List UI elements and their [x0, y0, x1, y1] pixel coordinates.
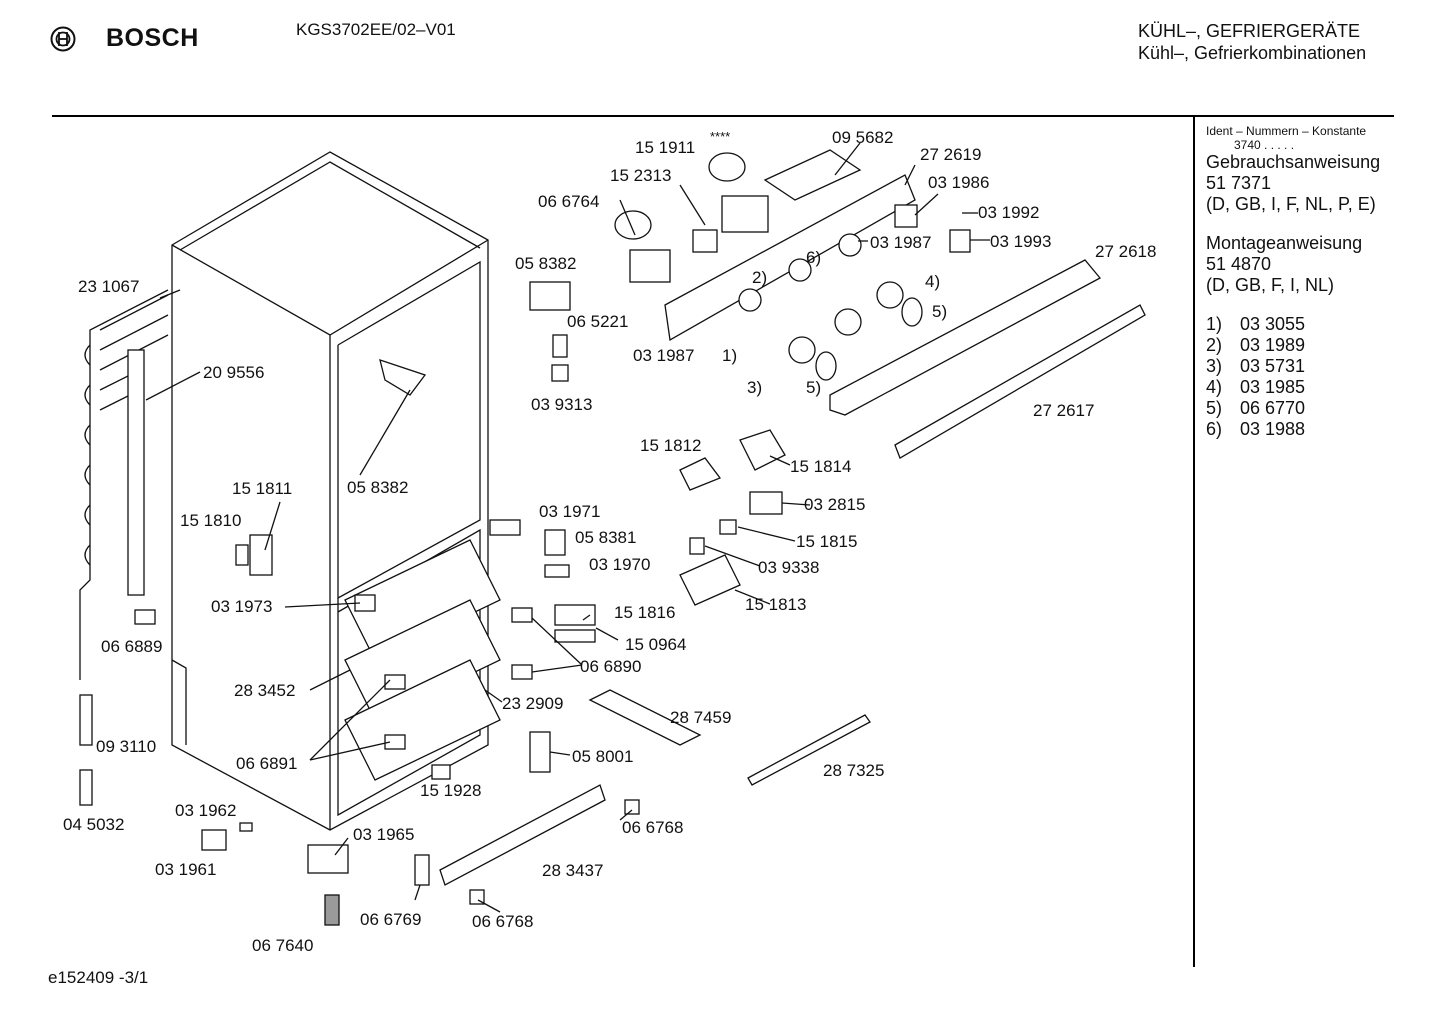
usage-title: Gebrauchsanweisung — [1206, 152, 1381, 172]
part-label-layer: 15 1911 **** 09 5682 27 2619 15 2313 06 6764 0… — [63, 128, 1156, 955]
part-label: 03 1971 — [539, 502, 600, 521]
part-label: 23 2909 — [502, 694, 563, 713]
part-label: 06 6764 — [538, 192, 599, 211]
part-label: 03 1962 — [175, 801, 236, 820]
usage-number: 51 7371 — [1206, 173, 1272, 193]
reference-list: 1)03 3055 2)03 1989 3)03 5731 4)03 1985 … — [1206, 314, 1406, 440]
part-label: 05 8382 — [347, 478, 408, 497]
model-number: KGS3702EE/02–V01 — [296, 20, 456, 39]
part-label: 15 1810 — [180, 511, 241, 530]
part-label: 06 6891 — [236, 754, 297, 773]
drawing-code: e152409 -3/1 — [48, 968, 149, 987]
part-label: 27 2619 — [920, 145, 981, 164]
part-label: 06 6889 — [101, 637, 162, 656]
part-label: 28 3437 — [542, 861, 603, 880]
part-label: 6) — [806, 248, 821, 267]
part-label: 5) — [932, 302, 947, 321]
part-label: 5) — [806, 378, 821, 397]
part-label: 15 1811 — [232, 479, 292, 498]
covers-and-fittings — [79, 259, 1146, 926]
part-label: 28 3452 — [234, 681, 295, 700]
reference-item: 4)03 1985 — [1206, 377, 1306, 397]
part-label: 03 1973 — [211, 597, 272, 616]
reference-item: 2)03 1989 — [1206, 335, 1306, 355]
part-label: 15 1816 — [614, 603, 675, 622]
part-label: 03 1987 — [870, 233, 931, 252]
part-label: 03 9313 — [531, 395, 592, 414]
part-label: 09 3110 — [96, 737, 156, 756]
part-label: 06 5221 — [567, 312, 628, 331]
category-subtitle: Kühl–, Gefrierkombinationen — [1138, 43, 1367, 63]
part-label: 27 2618 — [1095, 242, 1156, 261]
part-label: 15 1813 — [745, 595, 806, 614]
ident-value: 3740 . . . . . — [1234, 138, 1295, 152]
header-divider — [52, 115, 1394, 117]
category-title: KÜHL–, GEFRIERGERÄTE — [1138, 21, 1361, 41]
part-label: 05 8381 — [575, 528, 636, 547]
part-label: 15 2313 — [610, 166, 671, 185]
part-label: 05 8001 — [572, 747, 633, 766]
part-label: 04 5032 — [63, 815, 124, 834]
part-label: 06 6890 — [580, 657, 641, 676]
part-label: 15 1815 — [796, 532, 857, 551]
reference-item: 6)03 1988 — [1206, 419, 1306, 439]
part-label: 06 6768 — [472, 912, 533, 931]
part-label: 03 9338 — [758, 558, 819, 577]
part-label: 05 8382 — [515, 254, 576, 273]
part-label: 15 1812 — [640, 436, 701, 455]
condenser-coil — [79, 289, 169, 680]
part-label: 03 1992 — [978, 203, 1039, 222]
usage-languages: (D, GB, I, F, NL, P, E) — [1206, 194, 1376, 214]
side-panel-divider — [1193, 117, 1195, 967]
mount-number: 51 4870 — [1206, 254, 1272, 274]
ident-label: Ident – Nummern – Konstante — [1206, 124, 1367, 138]
mount-title: Montageanweisung — [1206, 233, 1363, 253]
part-label: 03 2815 — [804, 495, 865, 514]
leader-lines — [145, 142, 990, 913]
part-label: 15 1911 — [635, 138, 695, 157]
part-label: 15 0964 — [625, 635, 686, 654]
reference-item: 5)06 6770 — [1206, 398, 1306, 418]
bosch-logo-icon — [50, 26, 76, 51]
part-label: 28 7325 — [823, 761, 884, 780]
part-label: 03 1965 — [353, 825, 414, 844]
part-label: 23 1067 — [78, 277, 139, 296]
part-label: 06 7640 — [252, 936, 313, 955]
part-label: 09 5682 — [832, 128, 893, 147]
side-panel: Ident – Nummern – Konstante 3740 . . . .… — [1206, 124, 1406, 440]
part-label: 3) — [747, 378, 762, 397]
part-label: 28 7459 — [670, 708, 731, 727]
reference-item: 1)03 3055 — [1206, 314, 1306, 334]
part-label: 06 6769 — [360, 910, 421, 929]
part-label: 03 1993 — [990, 232, 1051, 251]
part-label: 4) — [925, 272, 940, 291]
mount-languages: (D, GB, F, I, NL) — [1206, 275, 1335, 295]
fridge-cabinet — [171, 151, 501, 831]
brand-name: BOSCH — [106, 24, 199, 52]
part-label: 20 9556 — [203, 363, 264, 382]
part-label: 1) — [722, 346, 737, 365]
part-label: 2) — [752, 268, 767, 287]
part-label: 03 1961 — [155, 860, 216, 879]
part-label: 15 1928 — [420, 781, 481, 800]
part-label: 03 1986 — [928, 173, 989, 192]
control-panel — [529, 149, 971, 381]
part-label: 03 1987 — [633, 346, 694, 365]
part-label: **** — [710, 129, 730, 144]
brand: BOSCH — [50, 24, 199, 53]
part-label: 03 1970 — [589, 555, 650, 574]
reference-item: 3)03 5731 — [1206, 356, 1306, 376]
part-label: 06 6768 — [622, 818, 683, 837]
part-label: 27 2617 — [1033, 401, 1094, 420]
exploded-parts-diagram: 15 1911 **** 09 5682 27 2619 15 2313 06 6764 0… — [63, 128, 1156, 955]
part-label: 15 1814 — [790, 457, 851, 476]
